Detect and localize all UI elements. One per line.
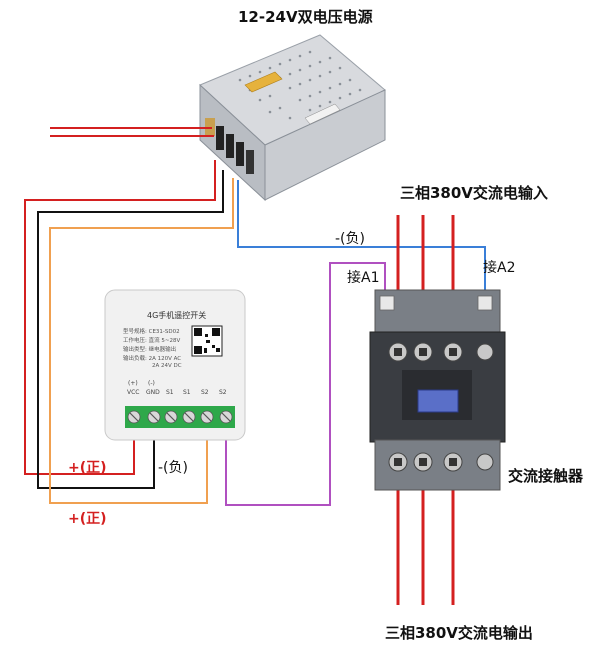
- contactor-label: 交流接触器: [508, 467, 584, 485]
- module-spec-load-ac: 输出负载: 2A 120V AC: [123, 356, 182, 362]
- terminal-label-s1a: S1: [166, 389, 174, 396]
- terminal-mark-plus: (+): [128, 380, 138, 387]
- a1-label: 接A1: [347, 270, 380, 286]
- terminal-mark-minus: (-): [148, 380, 155, 387]
- neg-module-label: -(负): [158, 460, 188, 476]
- input-3phase-label: 三相380V交流电输入: [400, 184, 548, 202]
- module-spec-output-type: 输出类型: 继电器输出: [123, 347, 177, 353]
- module-spec-model: 型号规格: CE31-SD02: [123, 329, 180, 335]
- module-spec-voltage: 工作电压: 直流 5~28V: [123, 338, 181, 344]
- contactor-body: [369, 289, 506, 491]
- power-supply-label: 12-24V双电压电源: [238, 8, 373, 26]
- output-3phase-label: 三相380V交流电输出: [385, 624, 533, 642]
- terminal-label-s2a: S2: [201, 389, 209, 396]
- terminal-label-s1b: S1: [183, 389, 191, 396]
- pos-label-2: +(正): [68, 511, 107, 527]
- terminal-label-vcc: VCC: [127, 389, 140, 396]
- pos-label-1: +(正): [68, 460, 107, 476]
- module-title: 4G手机遥控开关: [147, 311, 207, 320]
- power-supply-unit: [199, 34, 386, 202]
- 4g-module-body: [104, 289, 246, 441]
- terminal-label-gnd: GND: [146, 389, 160, 396]
- module-spec-load-dc: 2A 24V DC: [152, 363, 182, 369]
- a2-label: 接A2: [483, 260, 516, 276]
- terminal-label-s2b: S2: [219, 389, 227, 396]
- neg-top-label: -(负): [335, 231, 365, 247]
- power-wires: [24, 127, 486, 506]
